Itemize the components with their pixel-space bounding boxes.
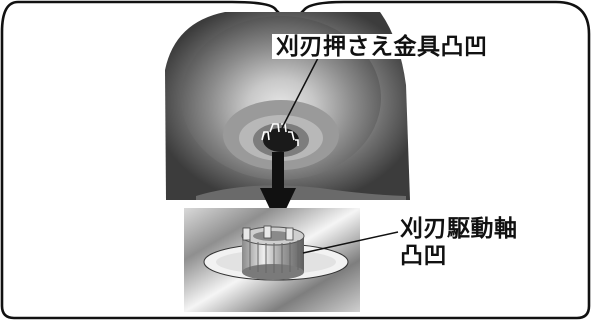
leader-line-top [281, 57, 319, 129]
shaft-label-line1: 刈刃駆動軸 [400, 216, 518, 242]
shaft-label-line2: 凸凹 [400, 243, 447, 269]
shaft-photo [184, 208, 360, 312]
leader-line-shaft [302, 231, 399, 254]
cup-notch-label: 刈刃押さえ金具凸凹 [272, 34, 492, 59]
down-arrow-icon [260, 152, 296, 226]
